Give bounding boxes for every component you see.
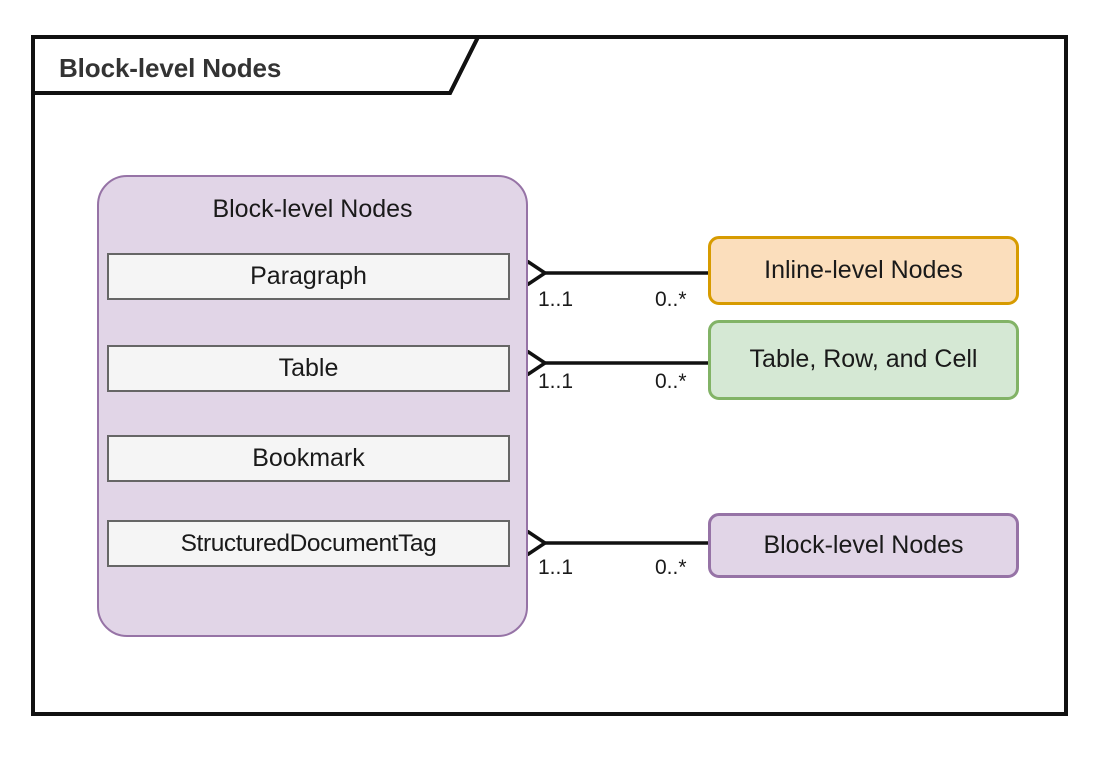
multiplicity-target-paragraph: 0..* bbox=[655, 288, 687, 311]
class-member-table[interactable]: Table bbox=[107, 345, 510, 392]
class-title: Block-level Nodes bbox=[212, 195, 413, 223]
node-inline-level-nodes[interactable]: Inline-level Nodes bbox=[708, 236, 1019, 305]
multiplicity-source-table: 1..1 bbox=[538, 370, 574, 393]
class-member-structureddocumenttag[interactable]: StructuredDocumentTag bbox=[107, 520, 510, 567]
package-header-tab bbox=[31, 35, 482, 95]
class-block-level-nodes[interactable] bbox=[97, 175, 528, 637]
package-title: Block-level Nodes bbox=[59, 53, 282, 83]
node-table-row-and-cell[interactable]: Table, Row, and Cell bbox=[708, 320, 1019, 400]
multiplicity-target-sdt: 0..* bbox=[655, 556, 687, 579]
multiplicity-target-table: 0..* bbox=[655, 370, 687, 393]
class-member-paragraph[interactable]: Paragraph bbox=[107, 253, 510, 300]
class-member-bookmark[interactable]: Bookmark bbox=[107, 435, 510, 482]
multiplicity-source-paragraph: 1..1 bbox=[538, 288, 574, 311]
node-block-level-nodes[interactable]: Block-level Nodes bbox=[708, 513, 1019, 578]
multiplicity-source-sdt: 1..1 bbox=[538, 556, 574, 579]
